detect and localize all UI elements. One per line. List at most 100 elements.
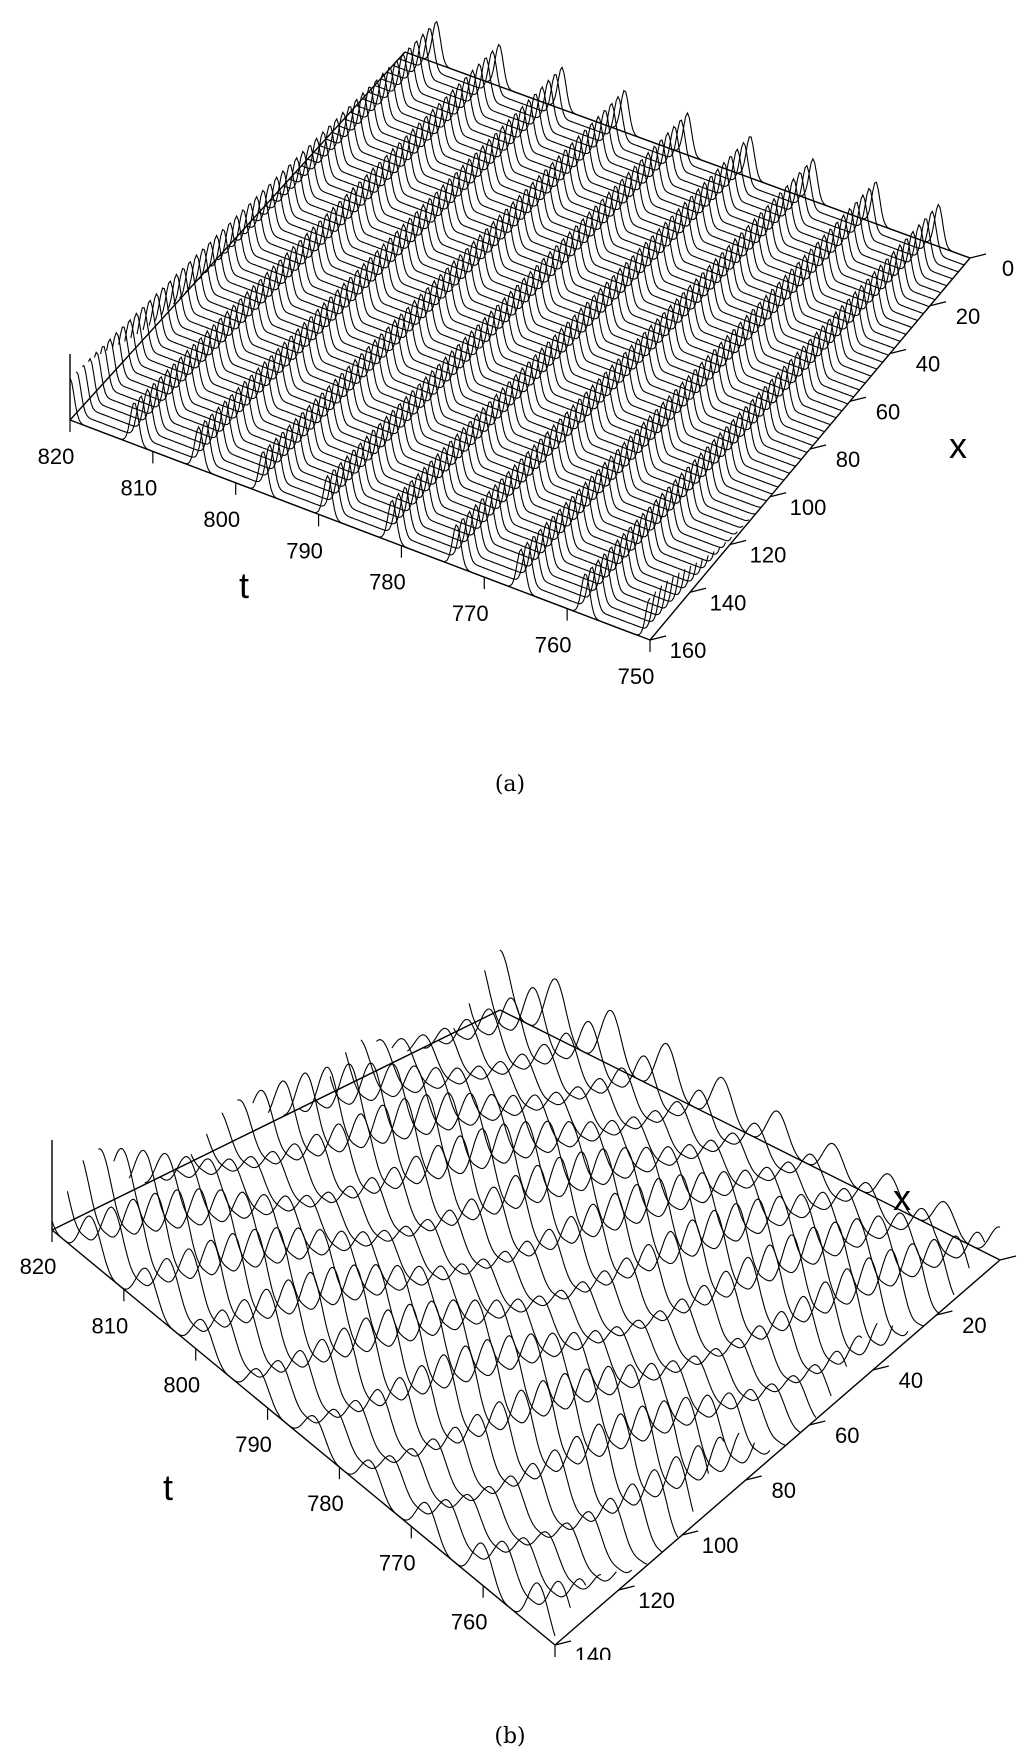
surface-trace — [276, 156, 848, 405]
surface-trace — [144, 1152, 648, 1565]
x-tick-label: 80 — [771, 1478, 795, 1503]
t-tick-label: 810 — [120, 475, 157, 500]
x-tick — [745, 1475, 762, 1481]
surface-trace — [105, 337, 686, 596]
back-frame-line — [499, 1009, 1001, 1261]
surface-trace — [252, 1089, 756, 1464]
surface-trace — [124, 318, 703, 575]
t-tick-label: 800 — [163, 1373, 200, 1398]
caption-a: (a) — [494, 772, 526, 797]
surface-trace — [270, 164, 843, 412]
surface-trace — [437, 1018, 939, 1314]
surface-trace — [362, 67, 930, 308]
x-tick — [889, 348, 907, 355]
surface-trace — [398, 27, 965, 266]
surface-plot-b: 8208108007907807707607500204060801001201… — [20, 949, 1017, 1660]
surface-trace — [240, 195, 814, 447]
x-tick — [649, 635, 667, 641]
t-tick-label: 800 — [203, 507, 240, 532]
x-tick — [618, 1585, 635, 1591]
surface-trace — [360, 1039, 863, 1365]
surface-trace — [93, 351, 674, 609]
surface-trace — [283, 1072, 786, 1446]
surface-trace — [376, 1039, 878, 1356]
surface-trace — [159, 1156, 663, 1553]
surface-trace — [314, 1063, 817, 1418]
x-tick — [689, 587, 707, 593]
surface-trace — [128, 1149, 633, 1574]
x-tick-label: 100 — [790, 495, 827, 520]
surface-trace — [185, 253, 761, 508]
t-axis-label: t — [239, 565, 249, 606]
t-tick-label: 820 — [38, 444, 75, 469]
back-frame-line — [69, 51, 406, 421]
surface-trace — [298, 1066, 801, 1434]
caption-b: (b) — [494, 1724, 526, 1749]
t-axis-label: t — [163, 1467, 173, 1508]
surface-trace — [386, 40, 953, 280]
x-tick-label: 140 — [575, 1643, 612, 1660]
back-frame-line — [404, 51, 971, 259]
t-tick-label: 790 — [286, 538, 323, 563]
surface-trace — [246, 189, 819, 440]
x-tick-label: 140 — [710, 590, 747, 615]
t-tick-label: 770 — [379, 1550, 416, 1575]
surface-trace — [113, 1147, 617, 1582]
surface-trace — [391, 1038, 894, 1346]
surface-trace — [295, 136, 866, 384]
t-axis-line — [51, 1229, 556, 1646]
surface-trace — [319, 111, 889, 356]
surface-trace — [264, 169, 837, 419]
t-tick-label: 760 — [451, 1610, 488, 1635]
surface-trace — [329, 1062, 832, 1397]
x-tick — [872, 1365, 890, 1371]
surface-trace — [368, 59, 936, 301]
surface-trace — [258, 175, 831, 426]
surface-trace — [307, 125, 878, 370]
surface-trace — [191, 248, 767, 501]
surface-trace — [210, 228, 784, 481]
t-tick-label: 810 — [91, 1313, 128, 1338]
surface-trace — [252, 183, 825, 433]
t-tick-label: 780 — [307, 1491, 344, 1516]
t-tick-label: 760 — [535, 633, 572, 658]
surface-trace — [160, 279, 738, 535]
x-tick — [681, 1530, 699, 1536]
surface-trace — [356, 72, 924, 315]
surface-trace — [166, 273, 744, 528]
surface-trace — [267, 1080, 771, 1455]
x-tick — [999, 1255, 1017, 1261]
x-tick-label: 40 — [899, 1368, 923, 1393]
surface-trace — [98, 1148, 602, 1590]
t-tick-label: 820 — [20, 1254, 57, 1279]
surface-trace — [325, 106, 895, 349]
x-tick — [729, 539, 747, 546]
surface-trace — [136, 307, 715, 562]
surface-trace — [197, 241, 773, 495]
surface-trace — [99, 345, 680, 602]
x-tick — [769, 492, 787, 498]
surface-trace — [392, 33, 959, 273]
surface-trace — [344, 1052, 848, 1375]
x-tick — [809, 1420, 826, 1426]
surface-trace — [148, 292, 727, 548]
panel-b: 8208108007907807707607500204060801001201… — [0, 900, 1020, 1660]
x-tick-label: 60 — [835, 1423, 859, 1448]
x-axis-label: x — [949, 425, 967, 466]
t-tick-label: 750 — [618, 664, 655, 689]
x-tick-label: 0 — [1002, 256, 1014, 281]
x-tick — [929, 301, 947, 307]
surface-trace — [313, 117, 883, 363]
t-tick-label: 770 — [452, 601, 489, 626]
surface-trace — [112, 331, 692, 589]
surface-trace — [331, 98, 901, 342]
x-axis-line — [554, 1259, 1001, 1646]
x-tick-label: 60 — [876, 399, 900, 424]
x-tick — [809, 444, 827, 450]
surface-trace — [350, 78, 918, 322]
x-tick-label: 160 — [670, 638, 707, 663]
x-tick — [936, 1310, 953, 1316]
surface-trace — [422, 1027, 924, 1327]
surface-trace — [87, 357, 669, 616]
surface-trace — [175, 1158, 679, 1538]
